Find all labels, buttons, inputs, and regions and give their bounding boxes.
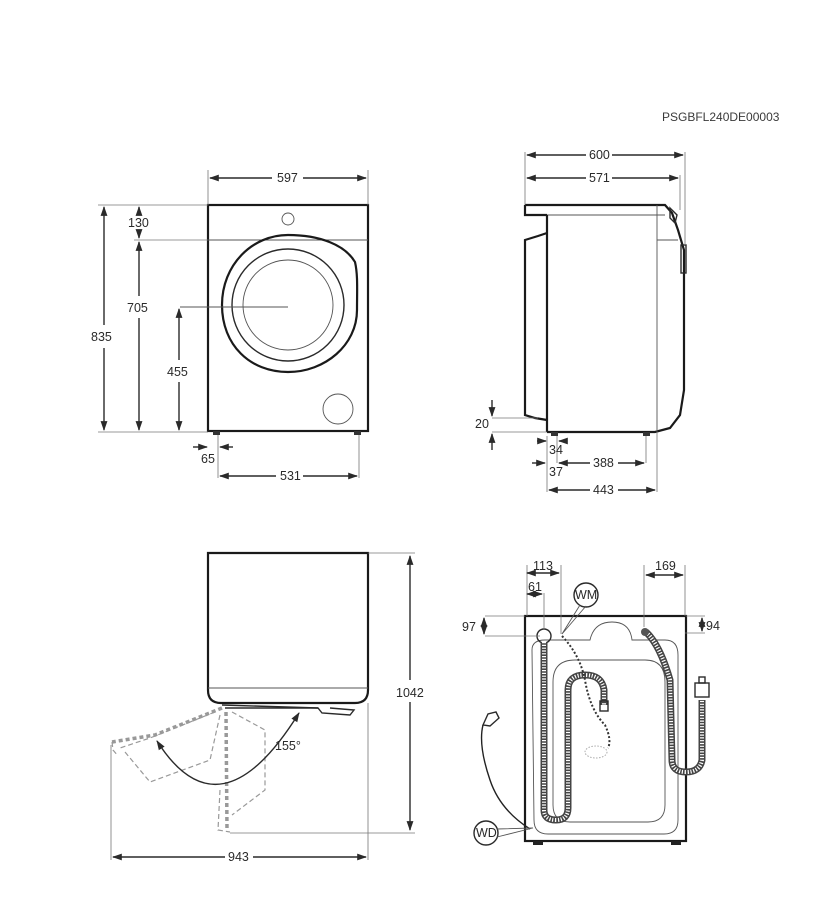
front-height-label: 835 xyxy=(91,330,112,344)
rear-113-label: 113 xyxy=(533,559,553,573)
front-view: 597 835 130 705 455 65 531 xyxy=(91,170,370,483)
base-depth-label: 443 xyxy=(593,483,614,497)
document-code: PSGBFL240DE00003 xyxy=(662,110,780,124)
top-view: 155° 1042 943 xyxy=(110,551,424,864)
floor-clearance-label: 20 xyxy=(475,417,489,431)
rear-61-label: 61 xyxy=(528,580,542,594)
foot-front-offset-label: 34 xyxy=(549,443,563,457)
door-center-height-label: 455 xyxy=(167,365,188,379)
door-top-height-label: 705 xyxy=(127,301,148,315)
side-depth-body-label: 571 xyxy=(589,171,610,185)
front-width-label: 597 xyxy=(277,171,298,185)
rear-94-label: 94 xyxy=(706,619,720,633)
top-panel-label: 130 xyxy=(128,216,149,230)
rear-169-label: 169 xyxy=(655,559,676,573)
side-view: 600 571 20 34 37 388 443 xyxy=(475,148,687,497)
door-open-depth-label: 1042 xyxy=(396,686,424,700)
wd-callout-label: WD xyxy=(476,826,497,840)
rear-view: WM WD 113 61 169 97 94 xyxy=(462,559,720,846)
foot-offset-label: 65 xyxy=(201,452,215,466)
wm-callout-label: WM xyxy=(575,588,597,602)
door-open-width-label: 943 xyxy=(228,850,249,864)
door-angle-label: 155° xyxy=(275,739,301,753)
side-foot-span-label: 388 xyxy=(593,456,614,470)
foot-span-label: 531 xyxy=(280,469,301,483)
foot-back-offset-label: 37 xyxy=(549,465,563,479)
rear-97-label: 97 xyxy=(462,620,476,634)
side-depth-total-label: 600 xyxy=(589,148,610,162)
